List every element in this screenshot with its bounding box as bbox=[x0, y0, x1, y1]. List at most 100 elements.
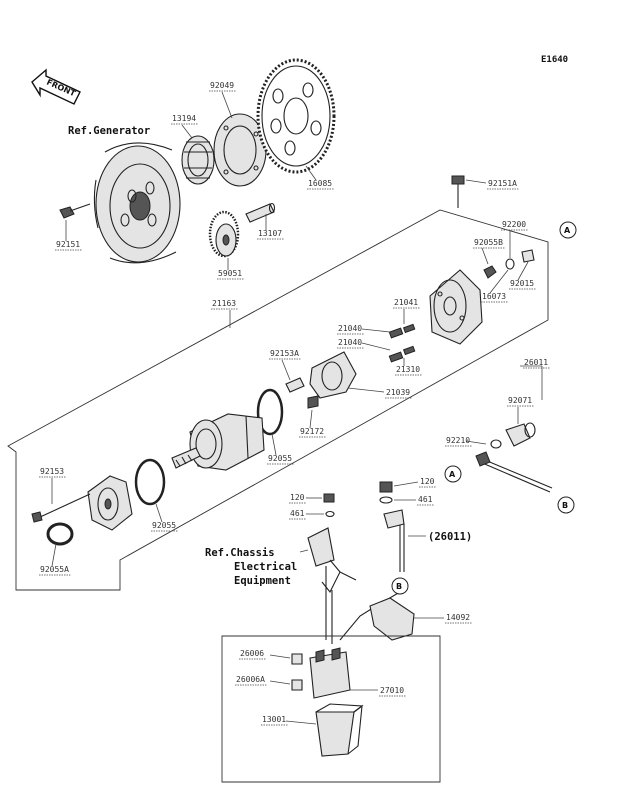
part-number-label: 21040 bbox=[338, 324, 362, 333]
assembly-ref-label: (26011) bbox=[428, 531, 472, 543]
part-number-label: 21163 bbox=[212, 299, 236, 308]
part-number-label: 21041 bbox=[394, 298, 418, 307]
part-leader-line bbox=[393, 481, 419, 487]
svg-text:B: B bbox=[396, 582, 402, 591]
bolt-92151 bbox=[59, 203, 91, 219]
part-number-label: 16085 bbox=[308, 179, 332, 188]
diagram-code: E1640 bbox=[541, 55, 568, 65]
part-number-label: 26006 bbox=[240, 649, 264, 658]
part-leader-line bbox=[221, 91, 233, 119]
ref-generator-label: Ref.Generator bbox=[68, 125, 150, 137]
part-number-label: 26006A bbox=[236, 675, 265, 684]
part-leader-line bbox=[51, 543, 57, 567]
part-number-label: 92055 bbox=[268, 454, 292, 463]
part-leader-line bbox=[281, 359, 291, 381]
starter-front-cover bbox=[87, 475, 133, 531]
o-ring-92055 bbox=[256, 388, 284, 436]
part-number-label: 120 bbox=[420, 477, 435, 486]
part-leader-line bbox=[155, 503, 163, 523]
o-ring-front bbox=[134, 458, 166, 506]
callout-circle-a-mid: A bbox=[444, 465, 462, 483]
screw-washer-left bbox=[323, 493, 335, 518]
starter-yoke bbox=[189, 413, 265, 471]
svg-text:B: B bbox=[562, 501, 568, 510]
part-number-label: 92015 bbox=[510, 279, 534, 288]
starter-assembly-frame bbox=[7, 209, 549, 591]
relay-cover bbox=[315, 703, 364, 757]
part-number-label: 92153A bbox=[270, 349, 299, 358]
part-number-label: 13194 bbox=[172, 114, 196, 123]
part-number-label: 92049 bbox=[210, 81, 234, 90]
part-number-label: 92200 bbox=[502, 220, 526, 229]
screw-92172 bbox=[307, 395, 319, 409]
part-number-label: 16073 bbox=[482, 292, 506, 301]
relay-bracket bbox=[369, 597, 415, 641]
part-number-label: 26011 bbox=[524, 358, 548, 367]
flywheel-rotor bbox=[93, 142, 181, 264]
fuse-26006a bbox=[291, 679, 303, 691]
part-number-label: 13107 bbox=[258, 229, 282, 238]
clutch-holder bbox=[213, 113, 267, 187]
part-number-label: 92151A bbox=[488, 179, 517, 188]
part-number-label: 92151 bbox=[56, 240, 80, 249]
starter-clutch bbox=[181, 135, 215, 185]
part-number-label: 21039 bbox=[386, 388, 410, 397]
idle-gear-shaft bbox=[245, 202, 276, 223]
part-leader-line bbox=[309, 409, 313, 429]
part-number-label: 92153 bbox=[40, 467, 64, 476]
part-leader-line bbox=[269, 654, 291, 659]
part-number-label: 461 bbox=[418, 495, 433, 504]
part-number-label: 92055A bbox=[40, 565, 69, 574]
idle-gear bbox=[208, 210, 240, 258]
long-bolt-92153 bbox=[37, 493, 91, 519]
part-number-label: 14092 bbox=[446, 613, 470, 622]
starter-driven-gear bbox=[256, 58, 336, 174]
fuse-26006 bbox=[291, 653, 303, 665]
relay-cover-boot bbox=[307, 527, 357, 594]
part-leader-line bbox=[361, 342, 391, 351]
part-number-label: 92210 bbox=[446, 436, 470, 445]
part-leader-line bbox=[361, 328, 391, 333]
brush-set bbox=[388, 323, 416, 363]
part-leader-line bbox=[517, 261, 529, 281]
armature-shaft bbox=[171, 447, 201, 469]
part-number-label: 59051 bbox=[218, 269, 242, 278]
part-number-label: 27010 bbox=[380, 686, 404, 695]
part-leader-line bbox=[347, 387, 385, 393]
svg-text:A: A bbox=[449, 470, 456, 479]
callout-circle-b-right: B bbox=[557, 496, 575, 514]
part-leader-line bbox=[181, 124, 193, 139]
ref-chassis-label-2: Electrical bbox=[234, 561, 297, 573]
callout-circle-b-relay: B bbox=[391, 577, 409, 595]
o-ring-92055a bbox=[46, 522, 74, 546]
part-leader-line bbox=[285, 720, 317, 725]
brush-holder bbox=[309, 351, 357, 399]
relay-assembly-frame bbox=[221, 635, 441, 783]
part-number-label: 120 bbox=[290, 493, 305, 502]
part-number-label: 92055B bbox=[474, 238, 503, 247]
screw-92153a bbox=[285, 377, 305, 393]
front-arrow-icon: FRONT bbox=[31, 68, 81, 105]
bolt-head-icon bbox=[451, 175, 465, 185]
callout-circle-a-top: A bbox=[559, 221, 577, 239]
starter-rear-cover bbox=[429, 269, 483, 345]
part-leader-line bbox=[481, 247, 489, 265]
part-leader-line bbox=[271, 433, 277, 456]
ref-chassis-label-3: Equipment bbox=[234, 575, 291, 587]
svg-text:A: A bbox=[564, 226, 571, 235]
part-number-label: 92172 bbox=[300, 427, 324, 436]
part-leader-line bbox=[269, 680, 291, 685]
part-number-label: 21310 bbox=[396, 365, 420, 374]
starter-relay bbox=[309, 647, 351, 699]
starter-cable bbox=[475, 365, 553, 493]
part-number-label: 461 bbox=[290, 509, 305, 518]
part-number-label: 92071 bbox=[508, 396, 532, 405]
part-number-label: 13001 bbox=[262, 715, 286, 724]
part-number-label: 21040 bbox=[338, 338, 362, 347]
ref-chassis-label-1: Ref.Chassis bbox=[205, 547, 275, 559]
part-leader-line bbox=[465, 179, 487, 184]
part-leader-line bbox=[305, 165, 317, 181]
bolt-head-icon-2 bbox=[31, 511, 43, 523]
relay-cable bbox=[379, 481, 405, 572]
